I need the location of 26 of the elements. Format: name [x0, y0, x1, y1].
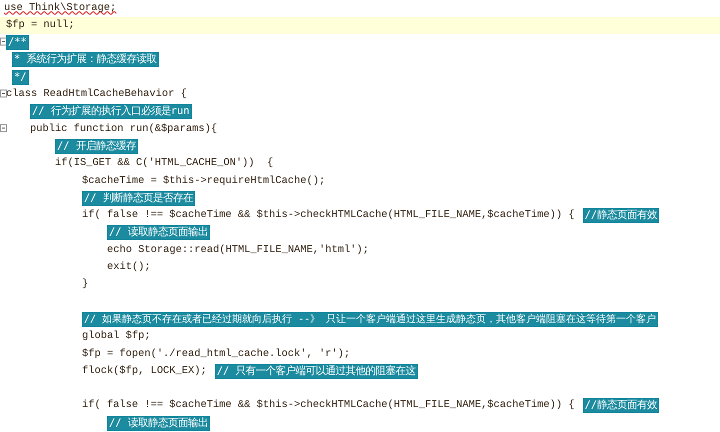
- code-comment: // 读取静态页面输出: [107, 416, 210, 431]
- code-comment: // 如果静态页不存在或者已经过期就向后执行 --》 只让一个客户端通过这里生成静态页，其他客户端阻塞在这等待第一个客户: [82, 312, 658, 327]
- code-comment: // 开启静态缓存: [55, 138, 138, 154]
- code-comment: //静态页面有效: [582, 398, 660, 414]
- code-comment: // 行为扩展的执行入口必须是run: [30, 104, 192, 120]
- code-line: if( false !== $cacheTime && $this->checkHTMLCache(HTML_FILE_NAME,$cacheTime)) {: [82, 398, 575, 414]
- code-line: public function run(&$params){: [30, 122, 218, 137]
- code-comment: * 系统行为扩展：静态缓存读取: [12, 52, 159, 68]
- code-line: global $fp;: [82, 329, 151, 344]
- code-comment: // 读取静态页面输出: [107, 225, 210, 240]
- code-line: }: [82, 277, 88, 292]
- code-line: $fp = null;: [6, 18, 75, 33]
- code-line: $fp = fopen('./read_html_cache.lock', 'r');: [82, 346, 350, 362]
- code-line: echo Storage::read(HTML_FILE_NAME,'html');: [107, 242, 369, 258]
- code-line: if(IS_GET && C('HTML_CACHE_ON')) {: [55, 156, 274, 172]
- code-comment: /**: [6, 35, 29, 50]
- code-line: $cacheTime = $this->requireHtmlCache();: [82, 174, 326, 188]
- code-comment: // 只有一个客户端可以通过其他的阻塞在这: [214, 364, 418, 379]
- code-comment: //静态页面有效: [582, 208, 660, 224]
- code-line: if( false !== $cacheTime && $this->checkHTMLCache(HTML_FILE_NAME,$cacheTime)) {: [82, 208, 575, 224]
- code-line: exit();: [107, 260, 151, 275]
- code-line: class ReadHtmlCacheBehavior {: [6, 87, 187, 102]
- code-comment: */: [12, 70, 29, 85]
- code-comment: // 判断静态页是否存在: [82, 190, 195, 206]
- code-line: use Think\Storage;: [4, 0, 116, 16]
- code-line: flock($fp, LOCK_EX);: [82, 364, 207, 379]
